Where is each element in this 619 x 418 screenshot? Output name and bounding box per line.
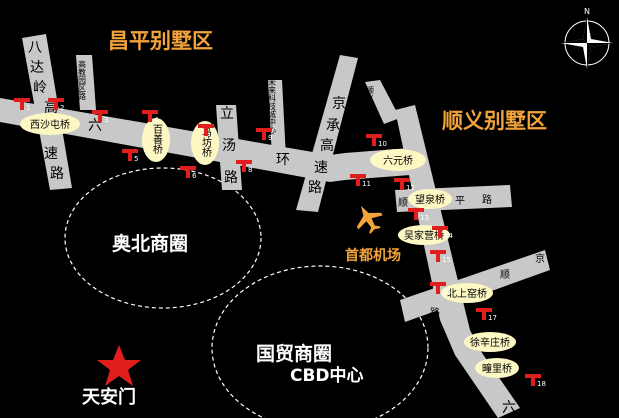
exit-number: 2 xyxy=(60,104,64,112)
svg-text:徐辛庄桥: 徐辛庄桥 xyxy=(470,336,510,349)
exit-number: 9 xyxy=(268,134,272,142)
exit-marker: 16 xyxy=(430,282,451,296)
airplane-icon xyxy=(356,205,383,234)
exit-marker: 11 xyxy=(350,174,371,188)
svg-text:北上窑桥: 北上窑桥 xyxy=(447,287,487,300)
exit-number: 11 xyxy=(362,180,371,188)
road-small-vertical-2 xyxy=(268,80,286,158)
svg-text:吴家营桥: 吴家营桥 xyxy=(404,229,444,242)
exit-number: 12 xyxy=(406,184,415,192)
exit-number: 18 xyxy=(537,380,546,388)
road-label-liuhuan-2: 环 xyxy=(276,152,290,168)
exit-number: 3 xyxy=(104,116,108,124)
road-label-shunping-3: 路 xyxy=(482,193,492,206)
bridge-wangquan[interactable]: 望泉桥 xyxy=(408,189,452,209)
bridge-beishang[interactable]: 北上窑桥 xyxy=(441,283,493,303)
bridge-baishan[interactable]: 百善桥 xyxy=(142,118,170,162)
exit-number: 5 xyxy=(134,155,138,163)
road-northeast xyxy=(365,80,400,124)
exit-number: 4 xyxy=(154,116,159,124)
exit-marker: 7 xyxy=(198,124,214,138)
exit-marker: 8 xyxy=(236,160,252,174)
compass-icon: N xyxy=(561,7,613,69)
road-label-small-vertical-2: 未来科技城中心 xyxy=(268,77,277,134)
tiananmen-label: 天安门 xyxy=(82,386,136,408)
road-label-badaling-5: 速 xyxy=(44,146,58,162)
exit-marker: 9 xyxy=(256,128,272,142)
exit-number: 8 xyxy=(248,166,252,174)
bridge-tongli[interactable]: 疃里桥 xyxy=(475,358,519,378)
exit-marker: 3 xyxy=(92,110,108,124)
road-label-small-vertical-3: 顺义新城路 xyxy=(366,86,375,126)
svg-text:疃里桥: 疃里桥 xyxy=(482,362,512,375)
road-label-jingshun-3: 路 xyxy=(430,306,440,319)
zone-cbd-label: CBD中心 xyxy=(290,365,364,386)
exit-number: 6 xyxy=(192,172,197,180)
bridge-liuyuan[interactable]: 六元桥 xyxy=(370,149,426,171)
bridge-xuxinzhuang[interactable]: 徐辛庄桥 xyxy=(464,332,516,352)
svg-text:马坊桥: 马坊桥 xyxy=(200,127,212,158)
exit-number: 1 xyxy=(26,104,30,112)
exit-marker: 14 xyxy=(432,226,453,240)
road-label-litang-3: 路 xyxy=(224,170,238,186)
road-label-badaling-1: 八 xyxy=(28,40,42,56)
bridge-xisha[interactable]: 西沙屯桥 xyxy=(20,113,80,135)
svg-text:望泉桥: 望泉桥 xyxy=(415,193,445,206)
road-small-vertical-1 xyxy=(76,55,96,110)
exit-marker: 1 xyxy=(14,98,30,112)
exit-marker: 2 xyxy=(48,98,64,112)
road-label-shunping-2: 平 xyxy=(455,196,465,207)
exit-number: 14 xyxy=(444,232,453,240)
district-shunyi: 顺义别墅区 xyxy=(442,109,547,133)
road-label-jingcheng-2: 承 xyxy=(326,118,340,134)
exit-marker: 12 xyxy=(394,178,415,192)
road-label-jingshun-1: 京 xyxy=(535,252,545,265)
zone-aobei-label: 奥北商圈 xyxy=(112,232,188,255)
road-labels: 八 达 岭 高 速 路 六 环 京 承 高 速 路 立 汤 路 顺 平 路 京 … xyxy=(28,40,545,416)
road-label-badaling-3: 岭 xyxy=(33,80,47,96)
exit-number: 15 xyxy=(442,256,451,264)
road-label-small-vertical-1: 高教园区路 xyxy=(78,59,87,100)
road-label-badaling-6: 路 xyxy=(50,166,64,182)
exit-marker: 15 xyxy=(430,250,451,264)
road-label-litang-2: 汤 xyxy=(222,138,236,154)
exit-marker: 13 xyxy=(408,208,429,222)
svg-text:西沙屯桥: 西沙屯桥 xyxy=(30,118,70,131)
road-label-badaling-2: 达 xyxy=(30,60,44,76)
road-label-jingcheng-1: 京 xyxy=(332,96,346,112)
road-label-litang-1: 立 xyxy=(220,106,234,122)
road-airport-expressway xyxy=(395,105,520,418)
exit-marker: 10 xyxy=(366,134,387,148)
road-litang xyxy=(216,105,242,190)
exit-marker: 17 xyxy=(476,308,497,322)
road-label-jingshun-2: 顺 xyxy=(500,269,510,281)
exit-number: 13 xyxy=(420,214,429,222)
road-jingcheng xyxy=(296,55,358,212)
exit-marker: 18 xyxy=(525,374,546,388)
road-label-jingcheng-3: 高 xyxy=(320,137,334,154)
exit-number: 16 xyxy=(442,288,451,296)
zone-guomao-label: 国贸商圈 xyxy=(256,342,332,365)
road-label-jingcheng-5: 路 xyxy=(308,180,322,196)
road-label-jingcheng-4: 速 xyxy=(314,160,328,176)
star-icon xyxy=(97,345,141,386)
road-label-bottom-six: 六 xyxy=(502,400,516,416)
airport-label: 首都机场 xyxy=(345,247,401,264)
zone-aobei-outline xyxy=(64,167,262,309)
exit-number: 10 xyxy=(378,140,387,148)
exit-number: 17 xyxy=(488,314,497,322)
exit-marker: 5 xyxy=(122,149,138,163)
zone-guomao-outline xyxy=(211,265,429,418)
compass-north-label: N xyxy=(584,7,590,16)
svg-text:六元桥: 六元桥 xyxy=(383,155,413,167)
road-label-shunping-1: 顺 xyxy=(398,197,408,209)
bridge-mafang[interactable]: 马坊桥 xyxy=(191,121,219,165)
svg-text:百善桥: 百善桥 xyxy=(151,124,163,155)
district-changping: 昌平别墅区 xyxy=(108,29,213,53)
exit-marker: 4 xyxy=(142,110,159,124)
exit-number: 7 xyxy=(210,130,214,138)
exit-marker: 6 xyxy=(180,166,197,180)
